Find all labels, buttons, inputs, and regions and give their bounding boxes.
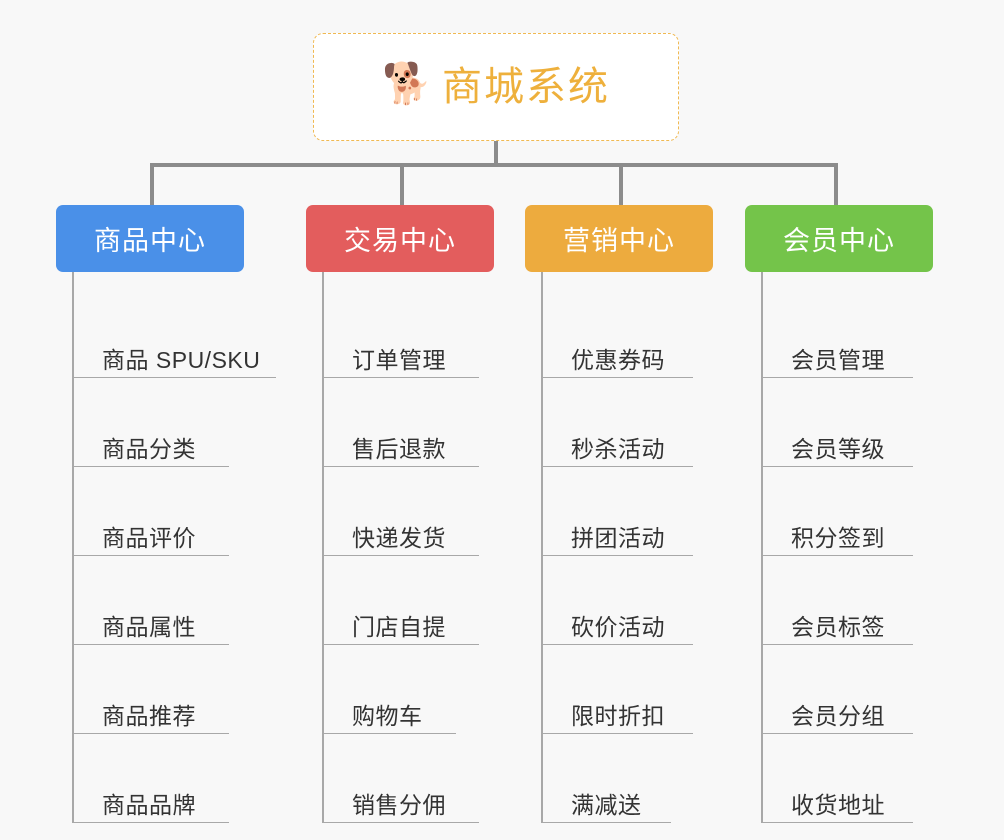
leaf-item[interactable]: 售后退款 [324,423,479,467]
leaf-item-label: 限时折扣 [571,702,665,729]
leaf-item-label: 商品推荐 [102,702,196,729]
leaf-item-label: 会员标签 [791,613,885,640]
leaf-item-label: 商品品牌 [102,791,196,818]
leaf-item-label: 拼团活动 [571,524,665,551]
leaf-item[interactable]: 会员管理 [763,334,913,378]
leaf-item[interactable]: 砍价活动 [543,601,693,645]
category-label: 营销中心 [563,226,675,256]
leaf-item[interactable]: 购物车 [324,690,456,734]
category-label: 商品中心 [94,226,206,256]
leaf-item[interactable]: 商品属性 [74,601,229,645]
category-label: 交易中心 [344,226,456,256]
connector-drop-member-center [834,163,838,205]
leaf-item[interactable]: 销售分佣 [324,779,479,823]
leaf-item[interactable]: 商品评价 [74,512,229,556]
leaf-item[interactable]: 拼团活动 [543,512,693,556]
leaf-item[interactable]: 商品推荐 [74,690,229,734]
leaf-item[interactable]: 商品品牌 [74,779,229,823]
leaf-item[interactable]: 限时折扣 [543,690,693,734]
shiba-dog-face-icon: 🐕 [382,62,432,106]
leaf-item-label: 收货地址 [791,791,885,818]
leaf-item-label: 商品评价 [102,524,196,551]
leaf-item[interactable]: 收货地址 [763,779,913,823]
leaf-item-label: 订单管理 [352,346,446,373]
leaf-item[interactable]: 会员等级 [763,423,913,467]
category-box-marketing-center[interactable]: 营销中心 [525,205,713,272]
leaf-spine-marketing-center [541,272,543,823]
leaf-item[interactable]: 秒杀活动 [543,423,693,467]
leaf-spine-product-center [72,272,74,823]
connector-horizontal-bus [150,163,834,167]
leaf-item-label: 积分签到 [791,524,885,551]
root-node-shop-system[interactable]: 🐕 商城系统 [313,33,679,141]
leaf-item[interactable]: 会员标签 [763,601,913,645]
connector-root-stem [494,141,498,165]
leaf-spine-member-center [761,272,763,823]
leaf-item-label: 销售分佣 [352,791,446,818]
leaf-spine-trade-center [322,272,324,823]
root-node-title: 商城系统 [442,65,610,109]
leaf-item-label: 售后退款 [352,435,446,462]
leaf-item[interactable]: 商品 SPU/SKU [74,334,276,378]
leaf-item-label: 会员管理 [791,346,885,373]
leaf-item-label: 商品属性 [102,613,196,640]
leaf-item-label: 优惠券码 [571,346,665,373]
leaf-item-label: 购物车 [352,702,423,729]
leaf-item-label: 商品 SPU/SKU [102,346,261,373]
leaf-item[interactable]: 会员分组 [763,690,913,734]
leaf-item[interactable]: 优惠券码 [543,334,693,378]
leaf-item-label: 会员分组 [791,702,885,729]
category-box-member-center[interactable]: 会员中心 [745,205,933,272]
leaf-item-label: 会员等级 [791,435,885,462]
leaf-item-label: 砍价活动 [571,613,665,640]
leaf-item-label: 秒杀活动 [571,435,665,462]
leaf-item[interactable]: 积分签到 [763,512,913,556]
leaf-item[interactable]: 快递发货 [324,512,479,556]
category-box-product-center[interactable]: 商品中心 [56,205,244,272]
leaf-item[interactable]: 订单管理 [324,334,479,378]
category-label: 会员中心 [783,226,895,256]
leaf-item[interactable]: 满减送 [543,779,671,823]
connector-drop-trade-center [400,163,404,205]
leaf-item-label: 门店自提 [352,613,446,640]
connector-drop-product-center [150,163,154,205]
leaf-item-label: 快递发货 [352,524,446,551]
leaf-item[interactable]: 商品分类 [74,423,229,467]
category-box-trade-center[interactable]: 交易中心 [306,205,494,272]
leaf-item-label: 满减送 [571,791,642,818]
leaf-item[interactable]: 门店自提 [324,601,479,645]
connector-drop-marketing-center [619,163,623,205]
leaf-item-label: 商品分类 [102,435,196,462]
